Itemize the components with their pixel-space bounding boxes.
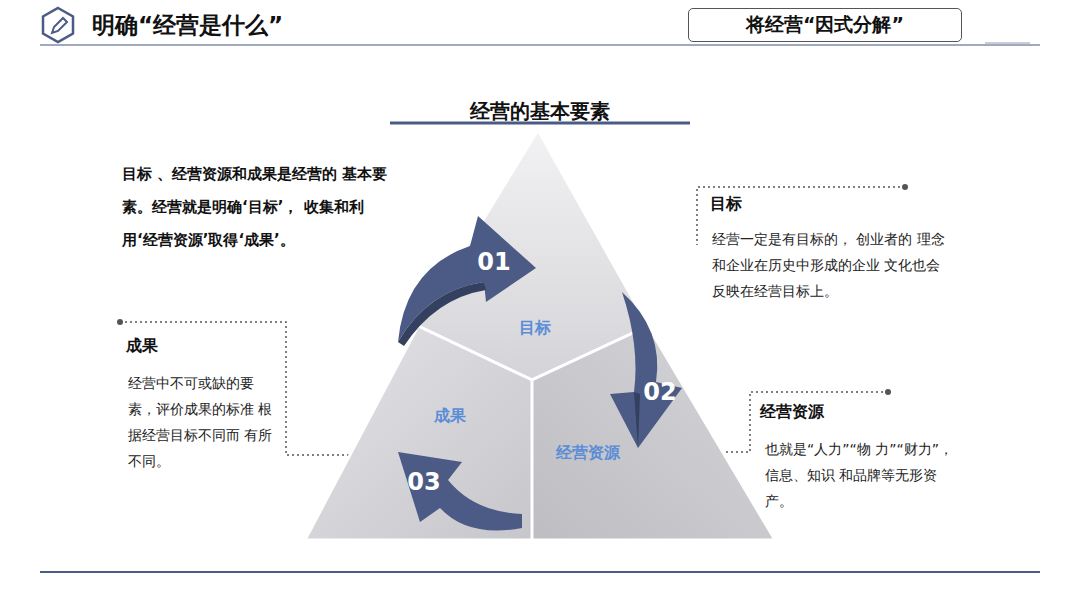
callout-heading: 成果 <box>126 336 158 357</box>
face-polygon <box>532 326 775 540</box>
face-label: 经营资源 <box>556 443 620 464</box>
callout-number: 02 <box>643 378 676 406</box>
hex-icon <box>43 8 73 42</box>
intro-paragraph: 目标 、经营资源和成果是经营的 基本要素。经营就是明确‘目标’， 收集和利用‘经… <box>122 158 390 257</box>
callout-body: 也就是“人力”“物 力”“财力”，信息、知识 和品牌等无形资产。 <box>765 436 965 514</box>
callout-number: 01 <box>477 248 510 276</box>
pencil-icon <box>52 18 67 33</box>
box-text: 将经营“因式分解” <box>746 12 904 38</box>
face-label: 成果 <box>434 406 466 427</box>
face-label: 目标 <box>519 318 551 339</box>
callout-heading: 目标 <box>710 194 742 215</box>
callout-number: 03 <box>407 468 440 496</box>
page-title: 明确“经营是什么” <box>92 10 283 41</box>
callout-heading: 经营资源 <box>760 402 824 423</box>
section-subtitle: 经营的基本要素 <box>470 98 610 125</box>
header-box: 将经营“因式分解” <box>688 8 962 42</box>
callout-body: 经营一定是有目标的， 创业者的 理念和企业在历史中形成的企业 文化也会反映在经营… <box>712 226 952 304</box>
callout-body: 经营中不可或缺的要 素，评价成果的标准 根据经营目标不同而 有所不同。 <box>128 370 278 474</box>
header-rule <box>40 44 1040 46</box>
face-polygon <box>305 326 532 540</box>
header-accent <box>985 42 1030 44</box>
footer-rule <box>40 571 1040 573</box>
